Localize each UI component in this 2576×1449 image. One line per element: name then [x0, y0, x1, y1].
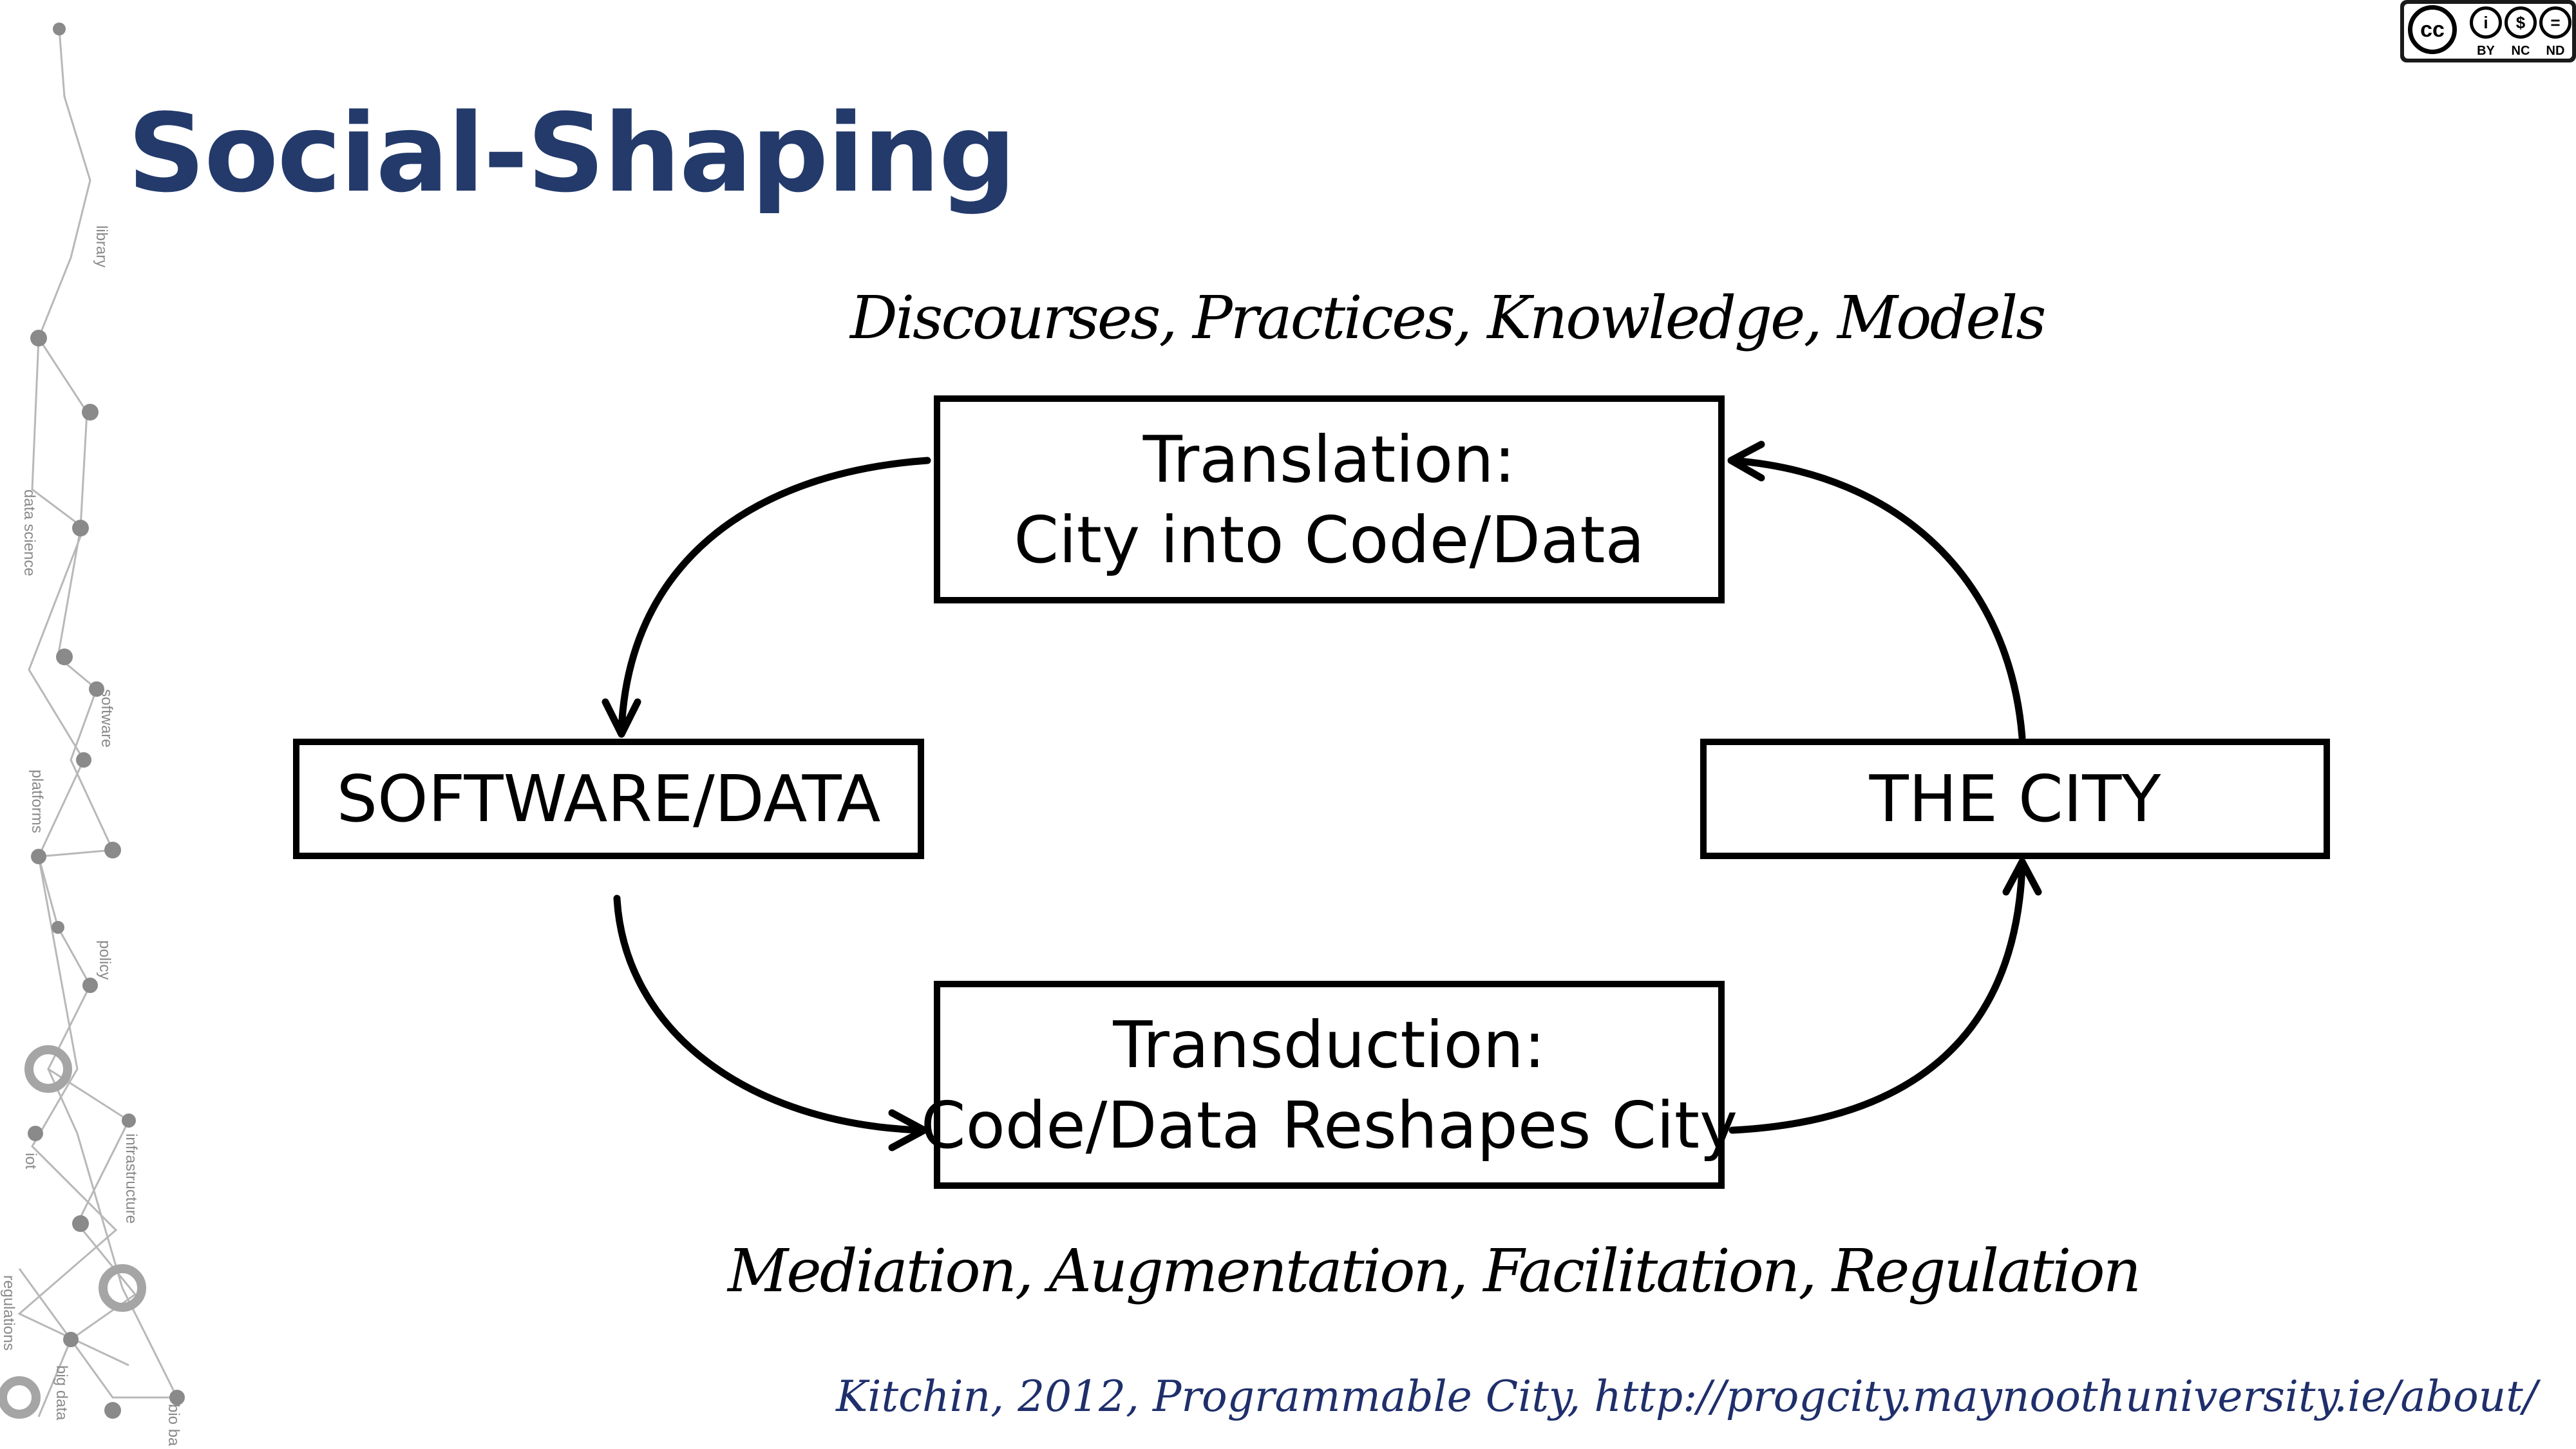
arrow-software-to-transduction [613, 895, 925, 1134]
cc-license-badge: cc i $ = BY NC ND [2400, 0, 2576, 62]
the-city-box: THE CITY [1700, 739, 2330, 859]
nc-icon: $ [2505, 6, 2537, 39]
network-graph-decoration: library data science software platforms … [0, 23, 185, 1446]
by-icon: i [2470, 6, 2502, 39]
sidebar-word: policy [96, 940, 113, 980]
translation-subtitle: City into Code/Data [1014, 502, 1645, 578]
sidebar-word: data science [21, 489, 38, 576]
citation-link[interactable]: Kitchin, 2012, Programmable City, http:/… [836, 1372, 2537, 1421]
arrow-translation-to-software [618, 457, 931, 735]
arrowhead-software [601, 698, 641, 738]
the-city-label: THE CITY [1869, 761, 2161, 837]
license-label-nd: ND [2546, 44, 2565, 58]
sidebar-word: bio ba [165, 1404, 182, 1446]
arrow-transduction-to-city [1728, 862, 2026, 1134]
license-label-by: BY [2477, 44, 2495, 58]
slide-title: Social-Shaping [128, 90, 1016, 216]
translation-box: Translation: City into Code/Data [934, 395, 1725, 603]
sidebar-word: big data [53, 1365, 70, 1421]
cc-icon: cc [2408, 5, 2457, 54]
arrowhead-translation [1727, 440, 1765, 482]
transduction-title: Transduction: [1113, 1007, 1546, 1083]
nd-icon: = [2539, 6, 2571, 39]
arrowhead-transduction [888, 1109, 928, 1151]
bottom-caption: Mediation, Augmentation, Facilitation, R… [728, 1236, 2141, 1305]
translation-title: Translation: [1142, 421, 1516, 497]
arrow-city-to-translation [1728, 457, 2026, 741]
sidebar-word: iot [22, 1153, 39, 1170]
sidebar-word: infrastructure [122, 1133, 140, 1224]
sidebar-word: regulations [0, 1275, 17, 1350]
software-data-label: SOFTWARE/DATA [336, 761, 881, 837]
arrowhead-city [2002, 858, 2042, 896]
sidebar-word: platforms [28, 770, 46, 833]
sidebar-word: software [98, 689, 115, 748]
top-caption: Discourses, Practices, Knowledge, Models [850, 283, 2047, 352]
transduction-box: Transduction: Code/Data Reshapes City [921, 981, 1738, 1189]
sidebar-word: library [93, 225, 110, 267]
license-label-nc: NC [2511, 44, 2530, 58]
transduction-subtitle: Code/Data Reshapes City [920, 1087, 1738, 1163]
software-data-box: SOFTWARE/DATA [293, 739, 924, 859]
